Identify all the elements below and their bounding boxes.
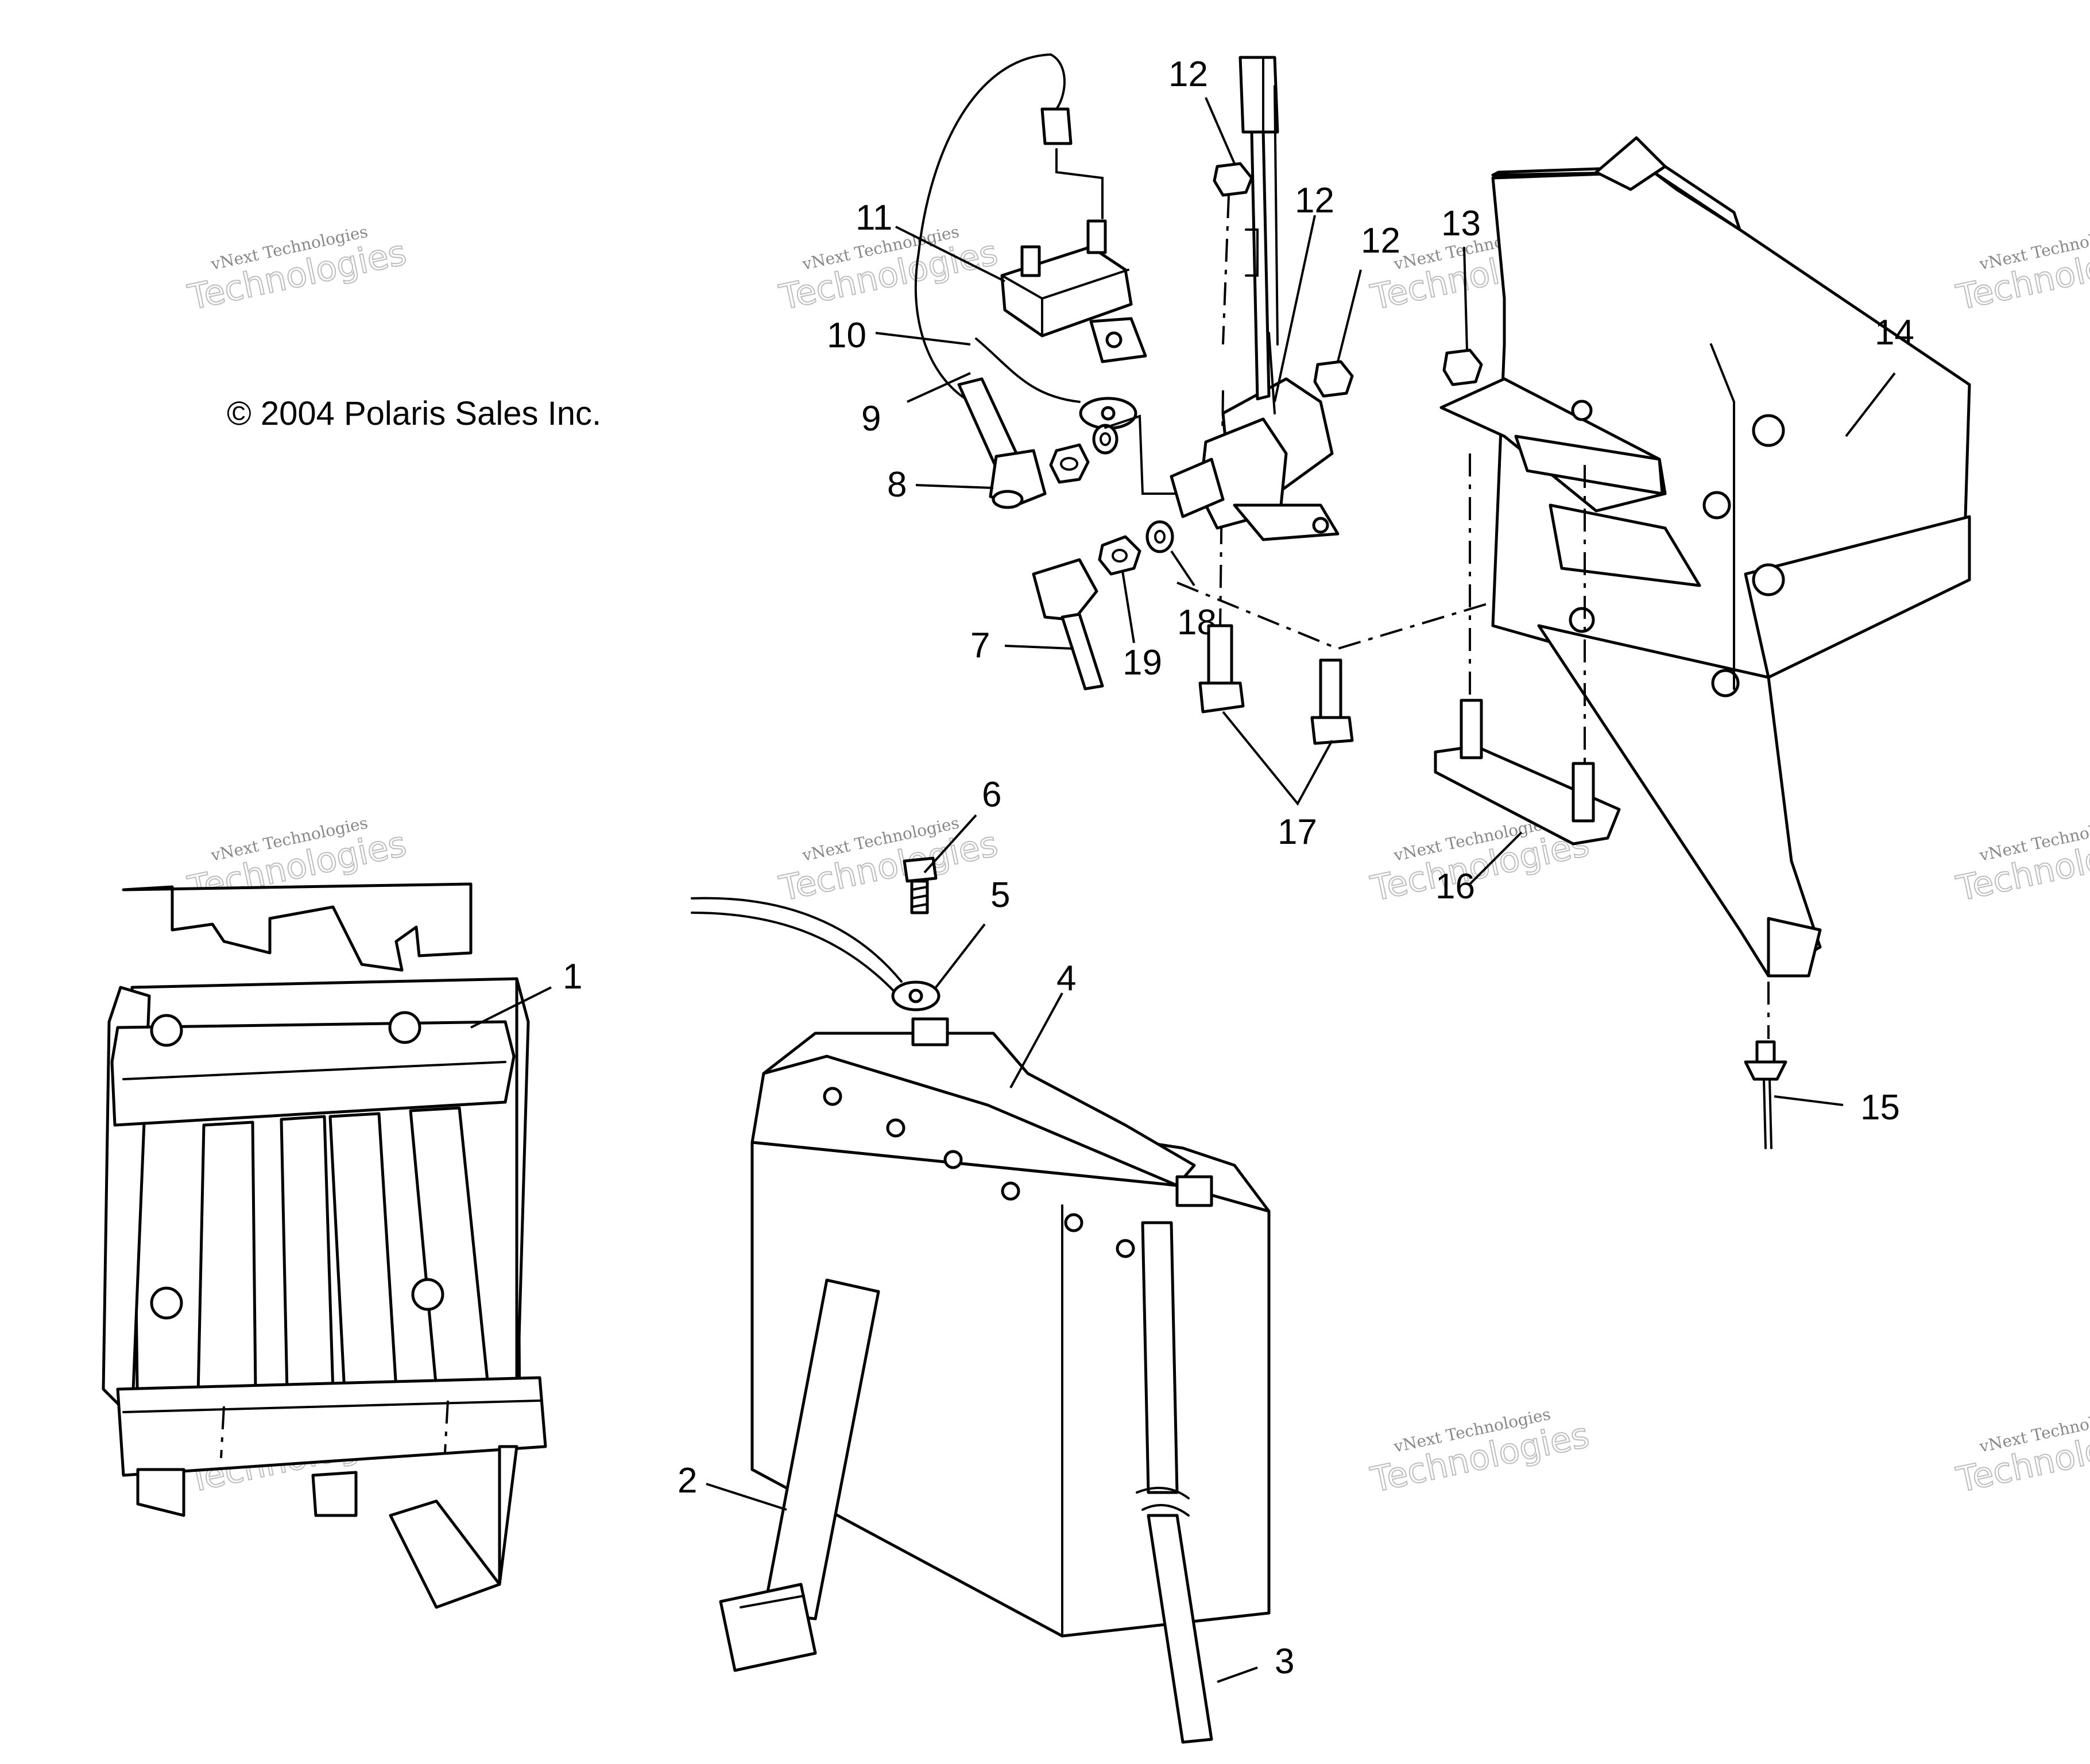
callout-8: 8 bbox=[887, 465, 907, 505]
callout-2-leader bbox=[706, 1483, 787, 1511]
callout-17: 16 bbox=[1435, 867, 1475, 906]
washer-part bbox=[1092, 424, 1118, 455]
callout-7-leader bbox=[1004, 645, 1074, 650]
stud-plate-part bbox=[1434, 699, 1621, 846]
hex-nut-part bbox=[1213, 162, 1253, 197]
ring-terminal-part bbox=[1079, 397, 1137, 430]
terminal-screw-part bbox=[903, 856, 938, 914]
watermark: Technologies vNext Technologies bbox=[1952, 813, 2090, 910]
rivet-part bbox=[1744, 1040, 1787, 1149]
callout-11: 11 bbox=[856, 198, 892, 238]
lead-wire-part bbox=[914, 53, 1081, 403]
callout-3-leader bbox=[1217, 1666, 1258, 1683]
battery-part bbox=[750, 1017, 1271, 1638]
callout-9: 9 bbox=[861, 399, 881, 439]
vent-tube-part bbox=[1136, 1221, 1213, 1744]
hex-nut-part bbox=[1313, 360, 1354, 398]
watermark: Technologies vNext Technologies bbox=[1952, 222, 2090, 319]
callout-9-leader bbox=[907, 372, 971, 403]
callout-12b: 12 bbox=[1361, 221, 1400, 261]
watermark: Technologies vNext Technologies bbox=[1952, 1405, 2090, 1501]
callout-6-leader bbox=[923, 814, 977, 874]
callout-20-leader bbox=[1121, 571, 1135, 643]
callout-4-leader bbox=[1009, 993, 1063, 1088]
callout-16: 15 bbox=[1860, 1088, 1900, 1127]
terminal-boot-part bbox=[957, 377, 1047, 509]
callout-7: 7 bbox=[970, 626, 990, 665]
relay-part bbox=[1000, 148, 1147, 363]
callout-16-leader bbox=[1774, 1095, 1844, 1106]
callout-13: 12 bbox=[1295, 181, 1334, 220]
starter-solenoid-part bbox=[1170, 56, 1340, 541]
callout-14-leader bbox=[1463, 246, 1468, 351]
callout-4: 4 bbox=[1056, 959, 1076, 998]
lock-washer-part bbox=[1145, 520, 1174, 553]
callout-18-leader bbox=[1222, 711, 1333, 806]
callout-12a-leader bbox=[1205, 97, 1236, 164]
mounting-bracket-part bbox=[1439, 136, 1971, 978]
copyright-text: © 2004 Polaris Sales Inc. bbox=[227, 395, 601, 432]
hex-nut-part bbox=[1442, 348, 1483, 386]
watermark: Technologies vNext Technologies bbox=[184, 222, 411, 319]
terminal-nut-part bbox=[1098, 535, 1141, 576]
callout-20: 19 bbox=[1123, 643, 1162, 683]
callout-1-leader bbox=[470, 986, 552, 1029]
battery-holder-part bbox=[102, 882, 547, 1609]
callout-15-leader bbox=[1845, 372, 1896, 437]
battery-cable-part bbox=[691, 897, 940, 1011]
callout-2: 2 bbox=[678, 1461, 697, 1501]
callout-6: 6 bbox=[982, 775, 1001, 815]
callout-10: 10 bbox=[827, 316, 866, 355]
mounting-bolt-part bbox=[1198, 624, 1354, 745]
callout-10-leader bbox=[875, 332, 971, 346]
callout-15: 14 bbox=[1875, 313, 1914, 352]
callout-12b-leader bbox=[1337, 269, 1362, 362]
callout-5-leader bbox=[935, 923, 986, 988]
callout-1: 1 bbox=[563, 957, 582, 997]
callout-3: 3 bbox=[1275, 1642, 1294, 1681]
callout-12a: 12 bbox=[1168, 55, 1208, 94]
nut-part bbox=[1049, 443, 1090, 484]
callout-13-leader bbox=[1274, 215, 1316, 402]
watermark: Technologies vNext Technologies bbox=[775, 813, 1002, 910]
watermark: Technologies vNext Technologies bbox=[1367, 1405, 1593, 1501]
callout-18: 17 bbox=[1278, 812, 1317, 852]
cable-boot-part bbox=[1032, 558, 1104, 691]
callout-17-leader bbox=[1469, 831, 1523, 885]
callout-5: 5 bbox=[990, 875, 1010, 915]
battery-strap-part bbox=[719, 1278, 880, 1672]
callout-14: 13 bbox=[1441, 204, 1481, 243]
callout-8-leader bbox=[915, 484, 994, 489]
callout-11-leader bbox=[895, 226, 1005, 282]
callout-19-leader bbox=[1170, 550, 1195, 587]
